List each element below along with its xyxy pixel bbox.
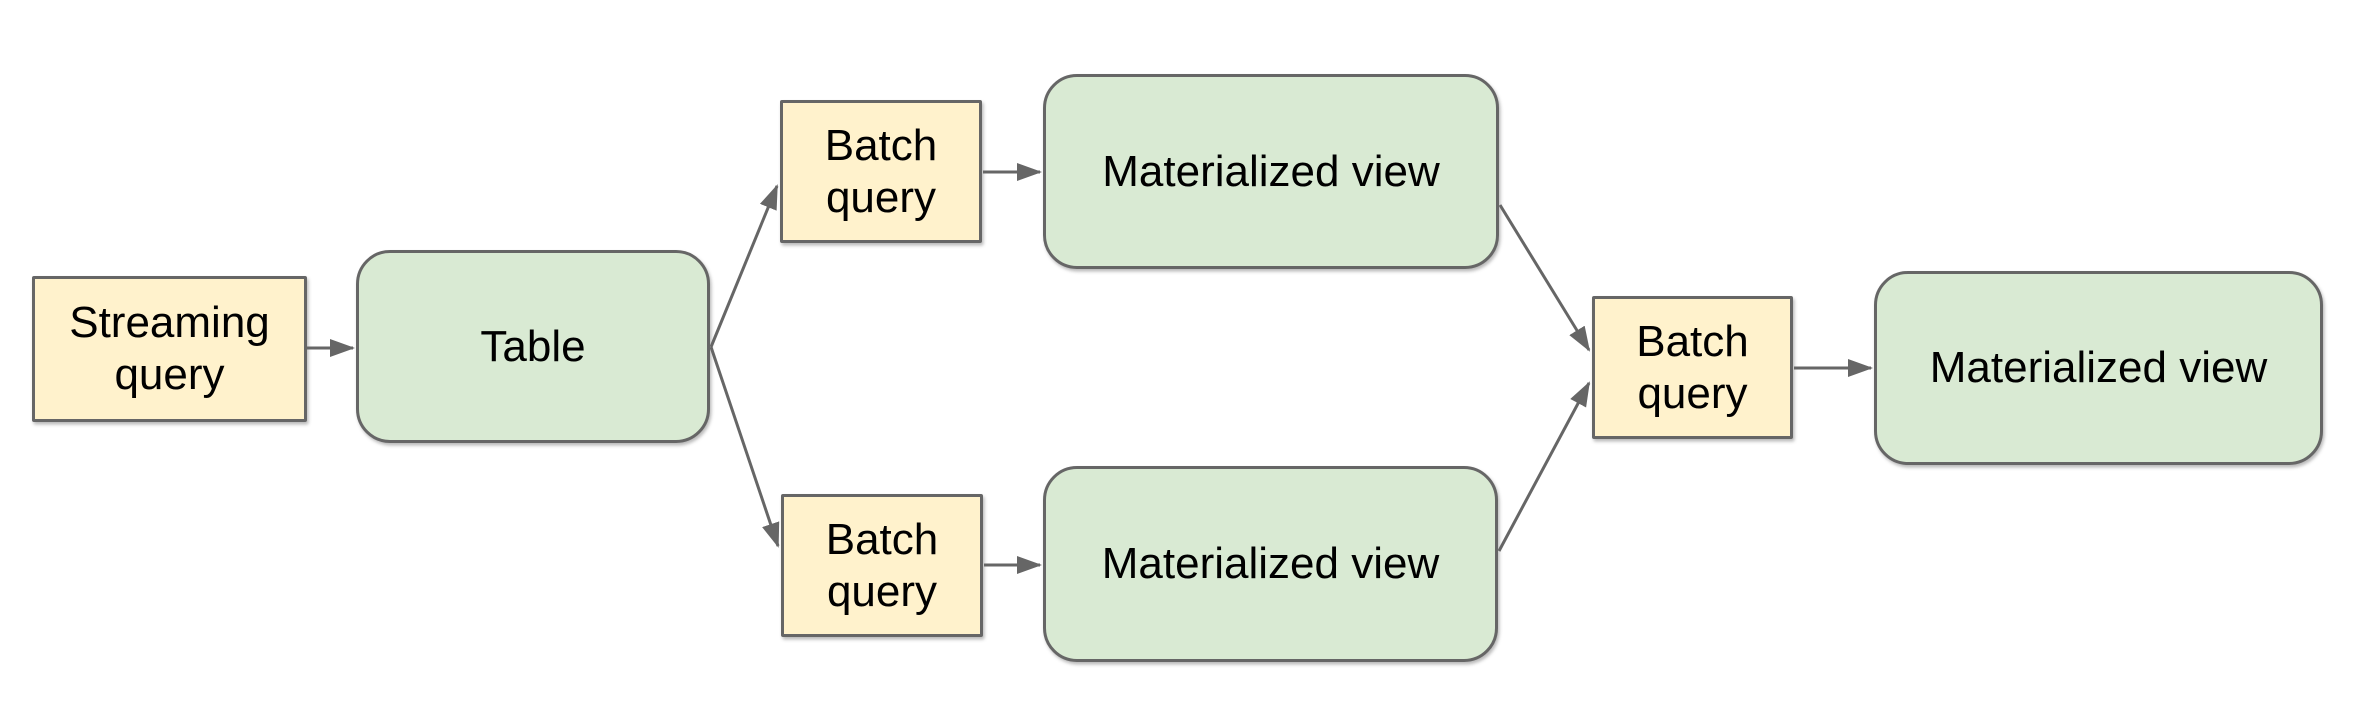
node-label: Streaming query bbox=[69, 298, 270, 399]
node-label: Materialized view bbox=[1929, 343, 2268, 393]
node-materialized-view-bottom[interactable]: Materialized view bbox=[1043, 466, 1498, 662]
node-materialized-view-final[interactable]: Materialized view bbox=[1874, 271, 2323, 465]
node-materialized-view-top[interactable]: Materialized view bbox=[1043, 74, 1499, 269]
node-label: Batch query bbox=[1636, 316, 1749, 418]
arrow-materialized-view-bottom-to-batch-query-right bbox=[1497, 381, 1591, 552]
arrow-table-to-batch-query-bottom bbox=[709, 346, 780, 548]
node-batch-query-top[interactable]: Batch query bbox=[780, 100, 982, 243]
arrow-materialized-view-top-to-batch-query-right bbox=[1498, 204, 1591, 352]
node-label: Table bbox=[480, 321, 586, 371]
arrows-group bbox=[307, 163, 1873, 574]
node-streaming-query[interactable]: Streaming query bbox=[32, 276, 307, 422]
node-batch-query-bottom[interactable]: Batch query bbox=[781, 494, 983, 637]
node-label: Materialized view bbox=[1102, 146, 1440, 196]
node-table[interactable]: Table bbox=[356, 250, 710, 443]
arrow-table-to-batch-query-top bbox=[709, 184, 779, 348]
node-label: Materialized view bbox=[1101, 539, 1440, 589]
node-batch-query-right[interactable]: Batch query bbox=[1592, 296, 1793, 439]
node-label: Batch query bbox=[825, 514, 939, 616]
node-label: Batch query bbox=[824, 120, 938, 222]
